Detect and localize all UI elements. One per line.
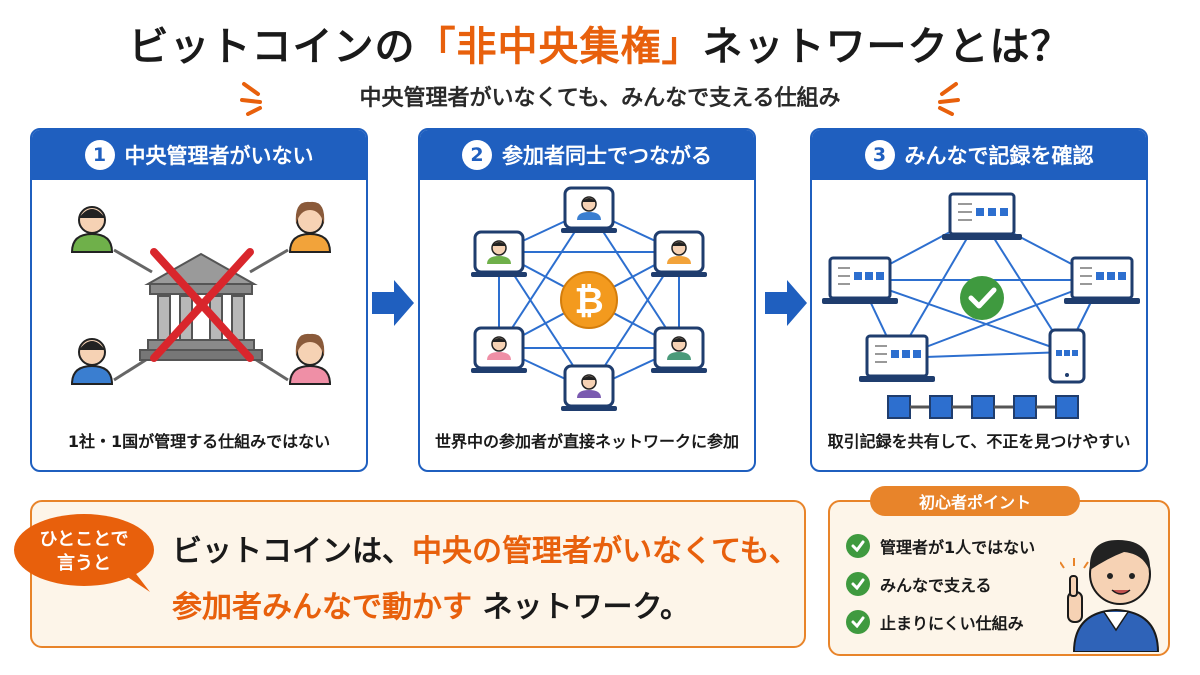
summary-line-2-post: ネットワーク。 — [472, 590, 691, 625]
panel-2-header: 2 参加者同士でつながる — [420, 130, 754, 180]
summary-line-1-highlight: 中央の管理者がいなくても、 — [412, 534, 799, 569]
page-title: ビットコインの「非中央集権」ネットワークとは？ — [0, 14, 1200, 72]
beginner-point-3-text: 止まりにくい仕組み — [880, 614, 1024, 633]
panel-2-caption: 世界中の参加者が直接ネットワークに参加 — [434, 432, 739, 451]
panel-shared-ledger: 3 みんなで記録を確認 — [810, 128, 1148, 472]
panel-1-heading: 中央管理者がいない — [124, 144, 314, 168]
node-laptop-bottom — [561, 364, 617, 411]
check-icon — [846, 534, 870, 558]
check-icon — [846, 572, 870, 596]
ledger-laptop-top — [942, 192, 1022, 240]
check-icon — [960, 276, 1004, 320]
shared-ledger-illustration — [822, 192, 1140, 419]
node-laptop-upper-right — [651, 230, 707, 277]
page-subtitle: 中央管理者がいなくても、みんなで支える仕組み — [359, 86, 841, 111]
title-highlight: 「非中央集権」 — [415, 24, 703, 70]
person-green-icon — [70, 206, 114, 253]
beginner-point-1: 管理者が1人ではない — [846, 534, 1035, 558]
beginner-points-tag: 初心者ポイント — [870, 486, 1080, 516]
bitcoin-icon: ₿ — [560, 271, 618, 329]
blockchain-icon — [887, 395, 1079, 419]
ledger-laptop-bottom-left — [859, 334, 935, 382]
person-blue-icon — [70, 338, 114, 385]
summary-line-1: ビットコインは、中央の管理者がいなくても、 — [172, 526, 799, 570]
peer-network-illustration: ₿ — [471, 186, 707, 411]
arrow-right-icon-2 — [765, 280, 807, 326]
summary-box — [30, 500, 806, 648]
panel-3-number: 3 — [864, 140, 895, 170]
panel-3-caption: 取引記録を共有して、不正を見つけやすい — [827, 432, 1131, 451]
pointing-boy-icon — [1060, 540, 1160, 652]
beginner-point-2: みんなで支える — [846, 572, 992, 596]
node-laptop-upper-left — [471, 230, 527, 277]
panel-1-caption: 1社・1国が管理する仕組みではない — [67, 432, 331, 451]
node-laptop-lower-left — [471, 326, 527, 373]
title-pre: ビットコインの — [128, 24, 416, 70]
panel-1-number: 1 — [84, 140, 115, 170]
left-burst-icon — [240, 82, 262, 116]
panel-2-heading: 参加者同士でつながる — [502, 144, 712, 168]
person-orange-icon — [288, 201, 332, 253]
svg-text:₿: ₿ — [574, 281, 603, 322]
panel-2-number: 2 — [462, 140, 492, 170]
right-burst-icon — [938, 82, 960, 116]
no-central-admin-illustration — [70, 201, 332, 385]
summary-line-2-highlight: 参加者みんなで動かす — [172, 590, 472, 625]
summary-line-1-pre: ビットコインは、 — [172, 534, 412, 569]
bubble-text: ひとことで 言うと — [12, 528, 156, 576]
speech-bubble-icon — [14, 514, 154, 592]
panel-no-central-admin: 1 中央管理者がいない — [30, 128, 368, 472]
panel-peer-to-peer: 2 参加者同士でつながる ₿ — [418, 128, 756, 472]
arrow-right-icon-1 — [372, 280, 414, 326]
title-post: ネットワークとは？ — [702, 24, 1072, 70]
node-laptop-top — [561, 186, 617, 233]
ledger-laptop-left — [822, 256, 898, 304]
ledger-phone — [1048, 328, 1086, 384]
beginner-point-2-text: みんなで支える — [880, 576, 992, 595]
beginner-point-1-text: 管理者が1人ではない — [880, 538, 1036, 557]
bubble-line-1: ひとことで — [39, 529, 129, 550]
panel-3-heading: みんなで記録を確認 — [904, 144, 1094, 168]
panel-1-header: 1 中央管理者がいない — [32, 130, 366, 180]
person-pink-icon — [288, 333, 332, 385]
summary-line-2: 参加者みんなで動かす ネットワーク。 — [172, 582, 690, 626]
bubble-line-2: 言うと — [57, 553, 111, 574]
beginner-point-3: 止まりにくい仕組み — [846, 610, 1024, 634]
node-laptop-lower-right — [651, 326, 707, 373]
ledger-laptop-right — [1064, 256, 1140, 304]
check-icon — [846, 610, 870, 634]
panel-3-header: 3 みんなで記録を確認 — [812, 130, 1146, 180]
